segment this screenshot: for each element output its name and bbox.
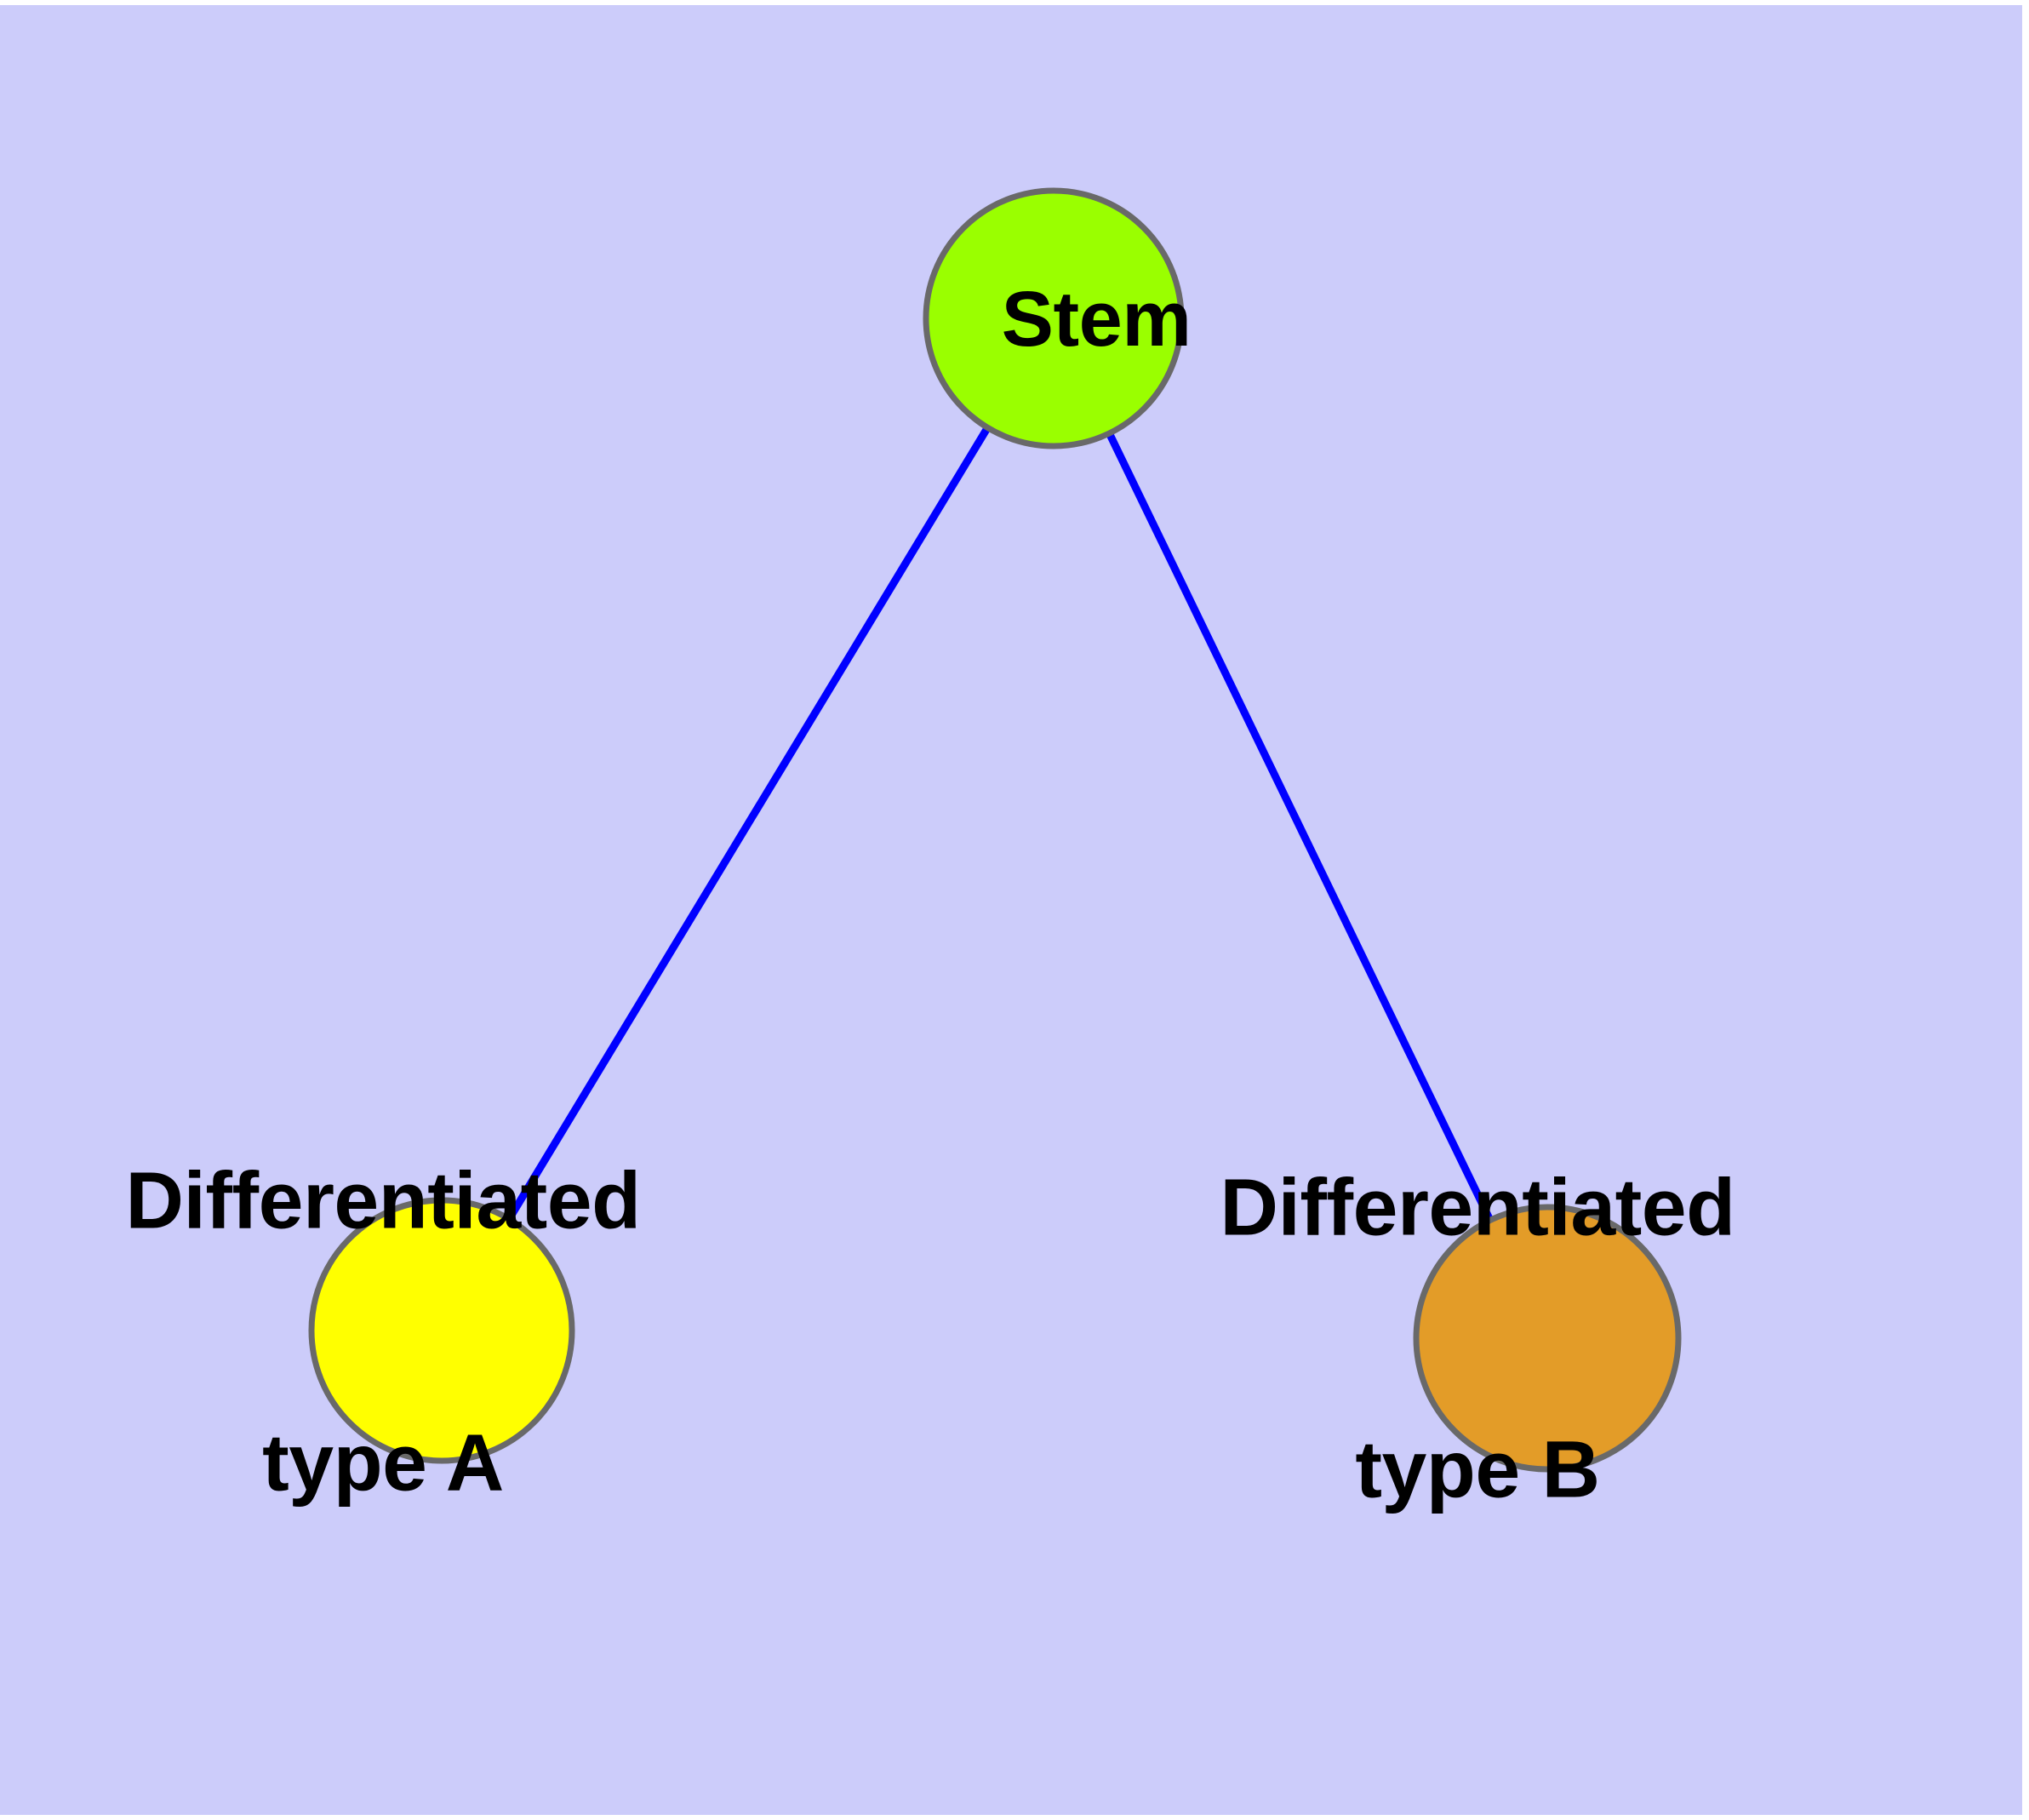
node-stem[interactable] (923, 187, 1185, 449)
node-layer (308, 187, 1682, 1473)
edge-stem-diff-a[interactable] (438, 316, 1057, 1333)
edge-layer (438, 316, 1552, 1340)
node-differentiated-type-a[interactable] (308, 1197, 575, 1464)
edge-stem-diff-b[interactable] (1049, 317, 1552, 1340)
node-differentiated-type-b[interactable] (1413, 1204, 1682, 1473)
